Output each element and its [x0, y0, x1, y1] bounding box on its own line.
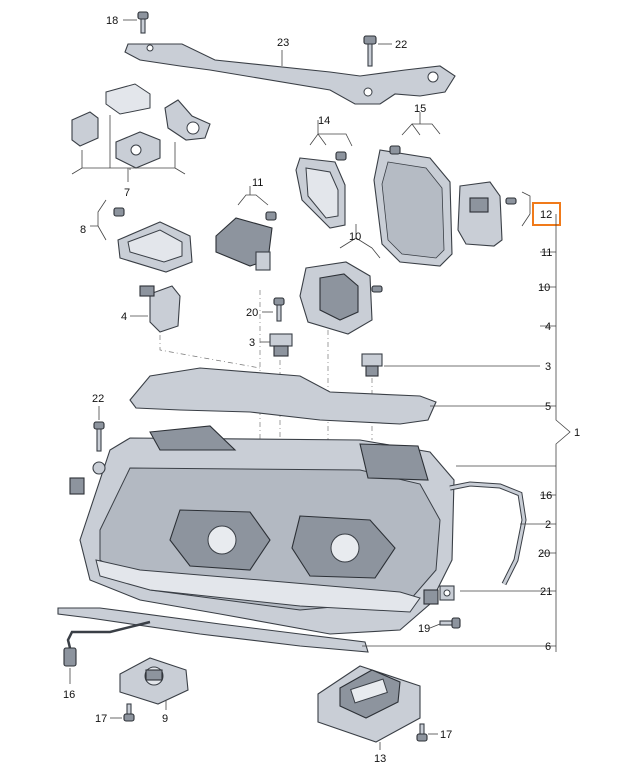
label-23: 23 — [277, 37, 289, 49]
socket-3-right-part — [361, 353, 383, 377]
label-3-left: 3 — [249, 337, 255, 349]
label-4-index: 4 — [545, 321, 551, 333]
label-20-index: 20 — [538, 548, 550, 560]
label-13: 13 — [374, 753, 386, 765]
label-22-left: 22 — [92, 393, 104, 405]
label-15: 15 — [414, 103, 426, 115]
label-6: 6 — [545, 641, 551, 653]
ballast-11-part — [215, 211, 277, 271]
label-14: 14 — [318, 115, 330, 127]
screw-17-right-part — [416, 723, 428, 742]
trim-6-part — [57, 607, 369, 653]
label-3-index: 3 — [545, 361, 551, 373]
label-18: 18 — [106, 15, 118, 27]
module-12-part — [457, 181, 517, 247]
upper-bracket-part — [124, 43, 456, 105]
highlighted-part-box — [532, 202, 561, 226]
screw-22-left-part — [92, 421, 106, 475]
screw-22-top-part — [363, 35, 377, 67]
label-1: 1 — [574, 427, 580, 439]
control-module-13-part — [317, 665, 421, 743]
brackets-7-part — [71, 83, 211, 169]
label-8: 8 — [80, 224, 86, 236]
label-11-top: 11 — [252, 177, 263, 189]
label-22-top: 22 — [395, 39, 407, 51]
label-5: 5 — [545, 401, 551, 413]
label-19: 19 — [418, 623, 430, 635]
label-17-left: 17 — [95, 713, 107, 725]
socket-3-left-part — [269, 333, 293, 357]
clip-21-part — [439, 585, 455, 601]
screw-20-part — [273, 297, 285, 322]
headlight-housing-part — [69, 425, 455, 635]
label-2: 2 — [545, 519, 551, 531]
label-10-top: 10 — [349, 231, 361, 243]
label-12: 12 — [540, 209, 552, 221]
label-10-index: 10 — [538, 282, 550, 294]
bracket-8-part — [113, 207, 193, 273]
motor-4-part — [139, 285, 181, 333]
label-16-index: 16 — [540, 490, 552, 502]
cover-strip-5-part — [129, 367, 437, 425]
gasket-14-part — [295, 151, 347, 229]
label-4-left: 4 — [121, 311, 127, 323]
screw-19-part — [439, 617, 461, 629]
label-20-left: 20 — [246, 307, 258, 319]
cable-16-part — [63, 620, 151, 667]
label-7: 7 — [124, 187, 130, 199]
label-17-right: 17 — [440, 729, 452, 741]
label-21: 21 — [540, 586, 552, 598]
screw-17-left-part — [123, 703, 135, 722]
cover-15-part — [373, 145, 453, 267]
label-11-index: 11 — [541, 247, 552, 259]
screw-18-part — [137, 11, 149, 34]
igniter-9-part — [119, 657, 189, 705]
label-16-left: 16 — [63, 689, 75, 701]
housing-10-part — [299, 261, 383, 335]
label-9: 9 — [162, 713, 168, 725]
